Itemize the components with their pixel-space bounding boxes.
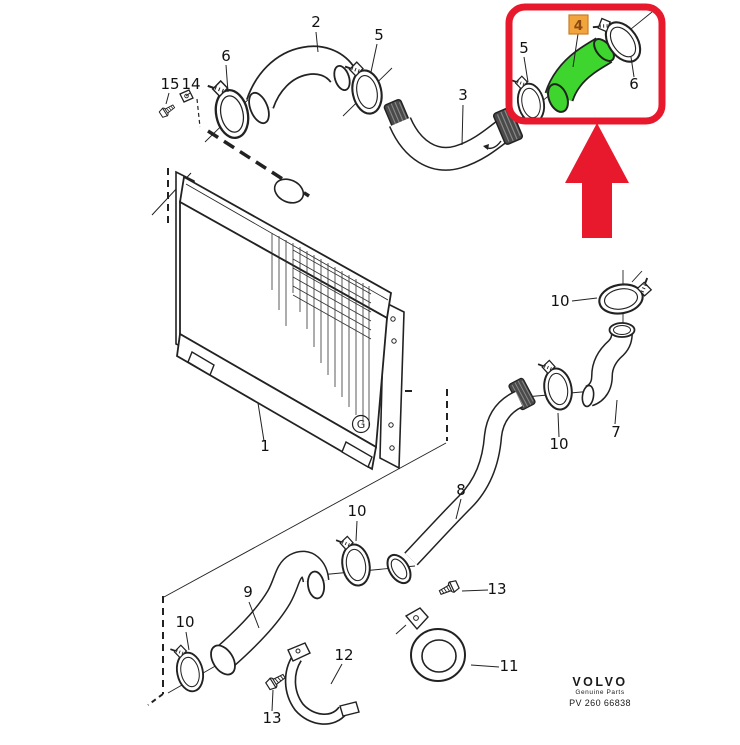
- hose-clamp-6-left: [206, 75, 254, 143]
- part-label-14[interactable]: 14: [181, 75, 200, 93]
- leader-lines: [165, 31, 635, 712]
- hose-3: [382, 98, 524, 171]
- elbow-hose-7: [581, 322, 636, 408]
- hose-clamp-10-bottom-left: [169, 640, 208, 696]
- hose-clamp-10-mid-right: [536, 356, 576, 414]
- callout-frame: [505, 3, 666, 125]
- part-label-13-right[interactable]: 13: [487, 580, 506, 598]
- part-code: PV 260 66838: [569, 698, 631, 708]
- maker-stamp: G: [357, 418, 366, 431]
- lower-pipe-8: [386, 376, 537, 585]
- highlighted-part-number: 4: [574, 18, 583, 34]
- hose-clamp-10-mid-bottom: [334, 532, 374, 590]
- part-label-10-mid-right[interactable]: 10: [549, 435, 568, 453]
- part-label-5-left[interactable]: 5: [374, 26, 384, 44]
- part-label-10-bottom-left[interactable]: 10: [175, 613, 194, 631]
- part-labels: 1 2 3 5 6 15 14 10 10 7 8 10 9 10 12 13 …: [160, 13, 638, 727]
- filler-neck: [273, 178, 305, 204]
- hose-clamp-10-top-right: [595, 276, 656, 318]
- bolt-13-right: [437, 578, 461, 599]
- part-label-9[interactable]: 9: [243, 583, 253, 601]
- hanger-bracket-11: [395, 607, 466, 682]
- part-label-8[interactable]: 8: [456, 481, 466, 499]
- bolt-15: [158, 102, 177, 119]
- brand-block: VOLVO Genuine Parts PV 260 66838: [552, 676, 648, 709]
- part-label-10-mid-bottom[interactable]: 10: [347, 502, 366, 520]
- highlighted-hose-4[interactable]: [544, 36, 617, 115]
- part-label-15[interactable]: 15: [160, 75, 179, 93]
- part-label-2[interactable]: 2: [311, 13, 321, 31]
- part-label-7[interactable]: 7: [611, 423, 621, 441]
- bottom-tank: [176, 332, 377, 471]
- part-label-11[interactable]: 11: [499, 657, 518, 675]
- callout-arrow-icon: [565, 123, 629, 238]
- highlighted-part-tag[interactable]: 4: [568, 14, 589, 35]
- hose-2: [246, 45, 354, 125]
- part-label-12[interactable]: 12: [334, 646, 353, 664]
- part-label-13-bottom[interactable]: 13: [262, 709, 281, 727]
- lower-hose-9: [210, 550, 330, 676]
- bolt-13-bottom: [264, 670, 288, 692]
- part-label-6-left[interactable]: 6: [221, 47, 231, 65]
- part-label-3[interactable]: 3: [458, 86, 468, 104]
- core-fins: [271, 233, 372, 428]
- brand-logo-text: VOLVO: [572, 675, 628, 689]
- pipe-bracket-12: [284, 642, 360, 725]
- part-label-1[interactable]: 1: [260, 437, 270, 455]
- radiator: G: [175, 170, 405, 471]
- maker-stamp-circle: [351, 414, 371, 434]
- part-label-6-callout[interactable]: 6: [629, 75, 639, 93]
- part-label-5-callout[interactable]: 5: [519, 39, 529, 57]
- part-label-10-top-right[interactable]: 10: [550, 292, 569, 310]
- brand-tagline: Genuine Parts: [575, 689, 625, 696]
